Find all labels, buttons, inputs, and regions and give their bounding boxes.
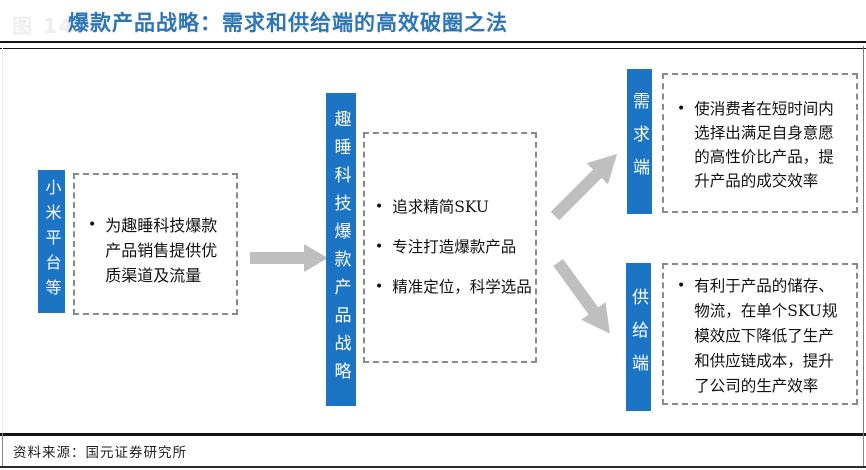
- caption-top-rule: [0, 433, 866, 436]
- xiaomi-platform-box: • 为趣睡科技爆款产品销售提供优质渠道及流量: [73, 173, 238, 315]
- strategy-bullet-list: • 追求精简SKU • 专注打造爆款产品 • 精准定位，科学选品: [365, 134, 535, 361]
- strategy-bullet-row: • 精准定位，科学选品: [375, 278, 535, 297]
- bullet-dot-icon: •: [375, 279, 384, 295]
- down-right-arrow-icon: [545, 253, 623, 343]
- strategy-bullet-2: 专注打造爆款产品: [392, 238, 517, 256]
- figure-right-border: [863, 46, 864, 467]
- demand-side-bar-label: 需求端: [629, 92, 649, 191]
- bullet-dot-icon: •: [375, 199, 384, 215]
- strategy-bullet-1: 追求精简SKU: [392, 198, 489, 216]
- supply-side-box: • 有利于产品的储存、物流，在单个SKU规模效应下降低了生产和供应链成本，提升了…: [662, 263, 858, 405]
- demand-bullet-row: • 使消费者在短时间内选择出满足自身意愿的高性价比产品，提升产品的成交效率: [664, 75, 856, 193]
- demand-side-bar: 需求端: [627, 69, 652, 214]
- xiaomi-bullet-text: 为趣睡科技爆款产品销售提供优质渠道及流量: [105, 216, 218, 285]
- strategy-bullet-3: 精准定位，科学选品: [392, 278, 532, 296]
- bullet-dot-icon: •: [677, 278, 686, 294]
- caption-left-border: [2, 433, 3, 467]
- xiaomi-platform-bar: 小米平台等: [38, 170, 65, 313]
- supply-side-bar-label: 供给端: [628, 287, 648, 387]
- strategy-bar: 趣睡科技爆款产品战略: [326, 93, 356, 406]
- up-right-arrow-icon: [544, 143, 629, 228]
- figure-number-label: 图 14：: [12, 14, 97, 38]
- figure-left-border: [2, 46, 3, 467]
- supply-bullet-row: • 有利于产品的储存、物流，在单个SKU规模效应下降低了生产和供应链成本，提升了…: [664, 265, 856, 399]
- xiaomi-platform-bar-label: 小米平台等: [42, 179, 62, 304]
- strategy-bullet-row: • 追求精简SKU: [375, 198, 535, 217]
- xiaomi-bullet-row: • 为趣睡科技爆款产品销售提供优质渠道及流量: [75, 175, 236, 288]
- supply-side-bar: 供给端: [626, 263, 651, 411]
- bullet-dot-icon: •: [88, 217, 97, 233]
- demand-side-box: • 使消费者在短时间内选择出满足自身意愿的高性价比产品，提升产品的成交效率: [662, 73, 858, 213]
- bullet-dot-icon: •: [677, 101, 686, 117]
- strategy-box: • 追求精简SKU • 专注打造爆款产品 • 精准定位，科学选品: [363, 132, 537, 363]
- source-attribution: 资料来源：国元证券研究所: [13, 445, 187, 461]
- caption-right-border: [863, 433, 864, 467]
- strategy-bullet-row: • 专注打造爆款产品: [375, 238, 535, 257]
- demand-bullet-text: 使消费者在短时间内选择出满足自身意愿的高性价比产品，提升产品的成交效率: [694, 100, 834, 190]
- figure-bottom-rule: [0, 466, 866, 468]
- bullet-dot-icon: •: [375, 239, 384, 255]
- title-divider-rule: [0, 41, 866, 49]
- strategy-bar-label: 趣睡科技爆款产品战略: [330, 109, 351, 390]
- figure-title: 爆款产品战略：需求和供给端的高效破圈之法: [68, 10, 508, 35]
- supply-bullet-text: 有利于产品的储存、物流，在单个SKU规模效应下降低了生产和供应链成本，提升了公司…: [694, 277, 838, 395]
- right-arrow-icon: [250, 243, 328, 273]
